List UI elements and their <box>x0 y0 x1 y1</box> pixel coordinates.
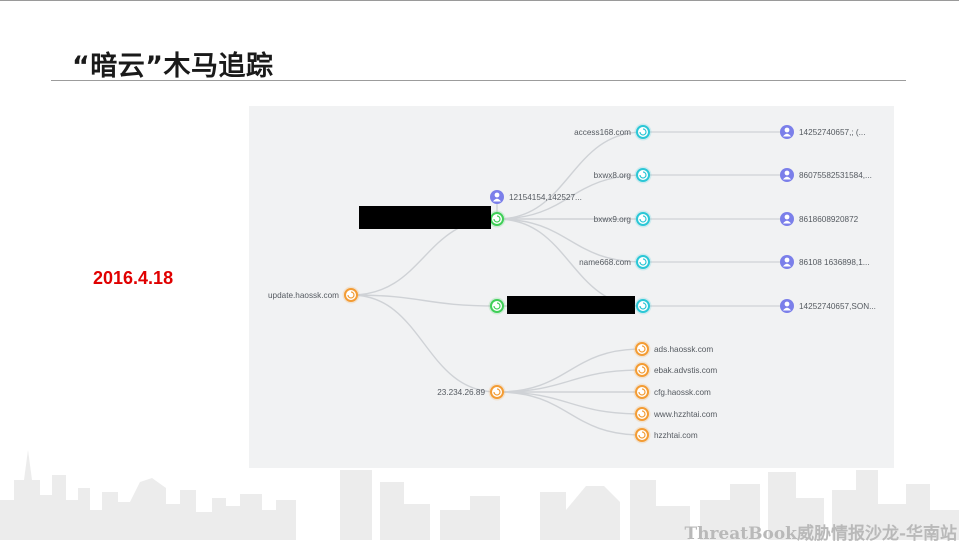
node-label: bxwx8.org <box>594 171 632 180</box>
domain-icon <box>635 167 652 184</box>
redaction-box <box>359 206 491 229</box>
domain-icon <box>635 254 652 271</box>
node-label: 86108 1636898,1... <box>799 258 870 267</box>
node-label: 23.234.26.89 <box>437 388 485 397</box>
domain-icon <box>634 384 651 401</box>
node-label: ebak.advstis.com <box>654 366 717 375</box>
domain-icon <box>634 362 651 379</box>
redaction-box <box>507 296 635 314</box>
account-icon <box>780 255 794 269</box>
date-label: 2016.4.18 <box>93 268 173 289</box>
account-icon <box>780 299 794 313</box>
ip-icon <box>489 211 506 228</box>
slide-title: “暗云”木马追踪 <box>72 44 274 83</box>
node-label: bxwx9.org <box>594 215 632 224</box>
node-label: access168.com <box>574 128 631 137</box>
graph-edge <box>351 219 497 295</box>
account-icon <box>780 168 794 182</box>
graph-edge <box>497 219 643 262</box>
domain-icon <box>634 427 651 444</box>
node-label: cfg.haossk.com <box>654 388 711 397</box>
node-label: ads.haossk.com <box>654 345 713 354</box>
domain-icon <box>635 298 652 315</box>
node-label: www.hzzhtai.com <box>653 410 717 419</box>
account-icon <box>780 125 794 139</box>
domain-icon <box>635 211 652 228</box>
account-icon <box>490 190 504 204</box>
domain-icon <box>634 406 651 423</box>
graph-edge <box>497 370 642 392</box>
domain-icon <box>635 124 652 141</box>
node-label: 12154154,142527... <box>509 193 582 202</box>
graph-edge <box>351 295 497 392</box>
node-label: name668.com <box>579 258 631 267</box>
watermark: ThreatBook威胁情报沙龙-华南站 <box>684 519 957 544</box>
node-label: 86075582531584,... <box>799 171 872 180</box>
domain-icon <box>634 341 651 358</box>
node-label: update.haossk.com <box>268 291 339 300</box>
graph-edge <box>497 392 642 414</box>
relationship-graph-panel: update.haossk.com 23.234.26.89 12154154,14… <box>249 106 894 468</box>
top-rule <box>0 0 959 1</box>
graph-edge <box>351 295 497 306</box>
node-label: hzzhtai.com <box>654 431 698 440</box>
relationship-graph: update.haossk.com 23.234.26.89 12154154,14… <box>249 106 894 468</box>
account-icon <box>780 212 794 226</box>
title-divider <box>51 80 906 81</box>
ip-icon <box>489 298 506 315</box>
node-label: 14252740657,; (... <box>799 128 865 137</box>
domain-icon <box>343 287 360 304</box>
ip-icon <box>489 384 506 401</box>
node-label: 14252740657,SON... <box>799 302 876 311</box>
node-label: 8618608920872 <box>799 215 859 224</box>
